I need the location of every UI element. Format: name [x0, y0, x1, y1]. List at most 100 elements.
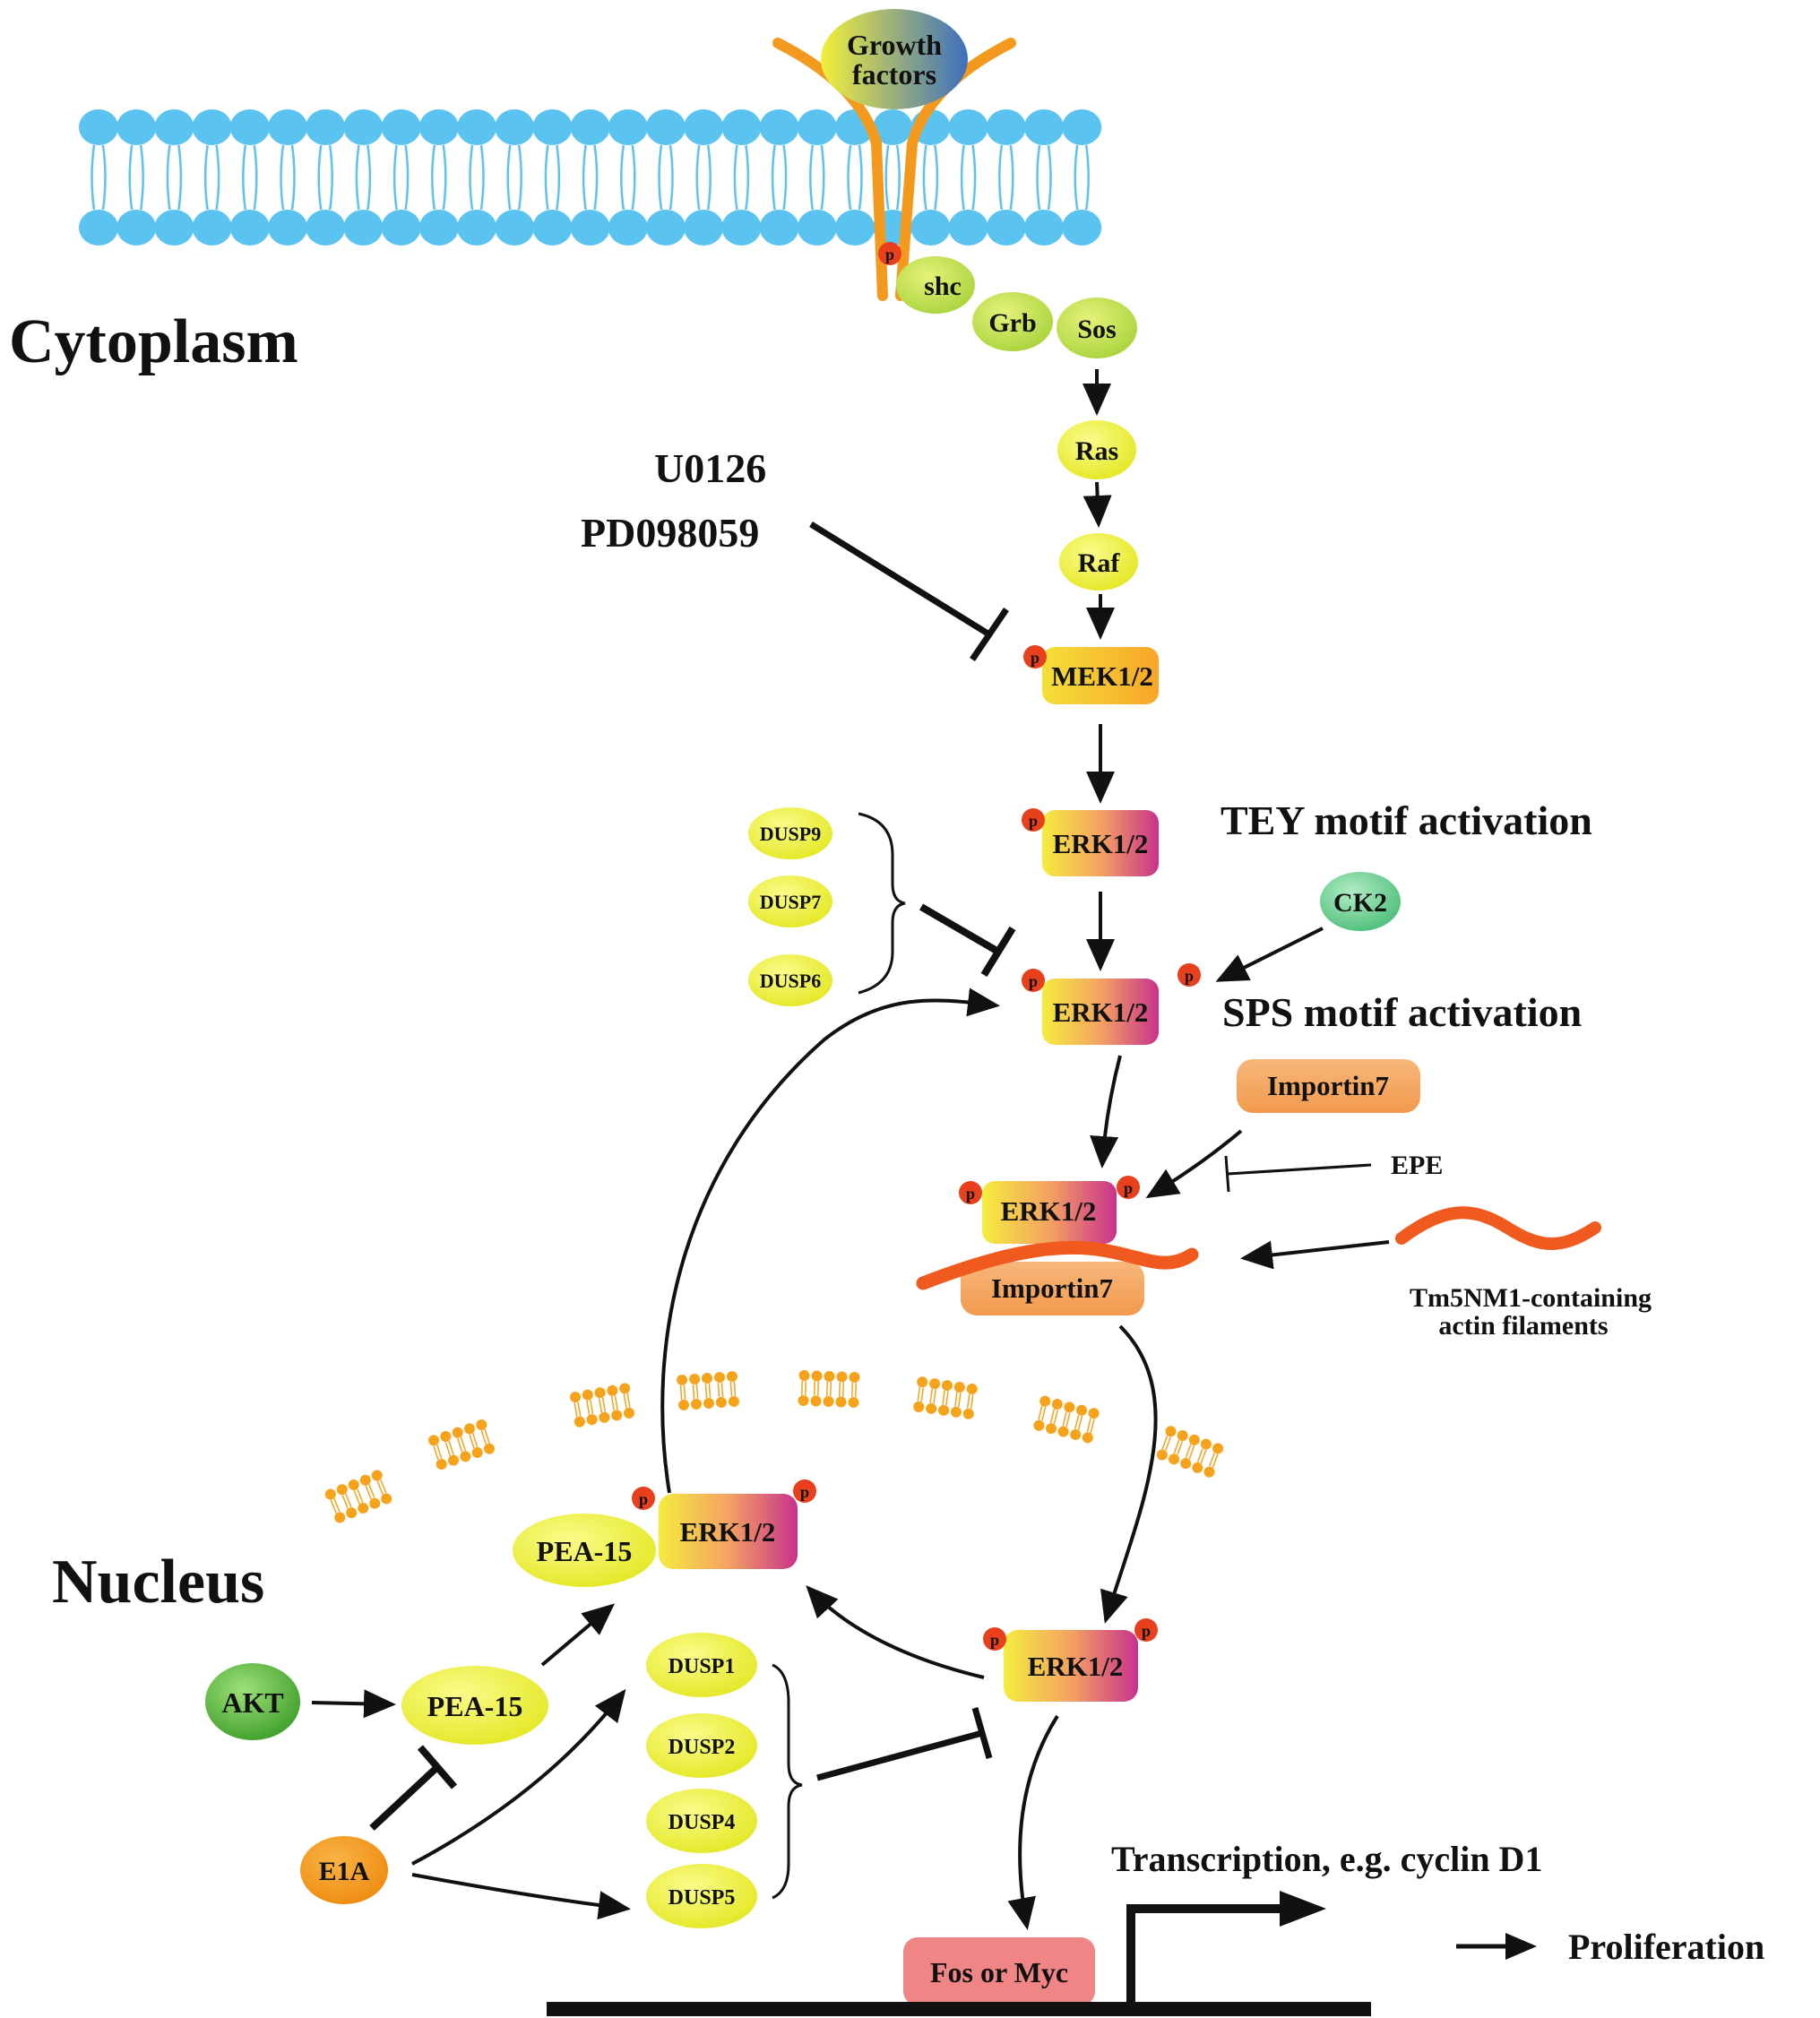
p-marker-complex-right: p [1117, 1176, 1140, 1199]
dusp7-node: DUSP7 [748, 875, 832, 927]
arrow-actin-complex [1240, 1240, 1390, 1270]
arrow-complex-nucleus [1100, 1324, 1158, 1624]
growth-factors-line-2: factors [852, 58, 936, 91]
nuclear-lipid-cluster [1033, 1395, 1100, 1444]
svg-text:E1A: E1A [319, 1857, 370, 1886]
p-marker-erk-sps-left: p [1022, 969, 1045, 992]
raf-node: Raf [1059, 533, 1138, 591]
actin-label-line-2: actin filaments [1438, 1311, 1608, 1341]
mek-node: MEK1/2 [1042, 647, 1159, 704]
lipid-unit [381, 109, 421, 246]
importin7-free-node: Importin7 [1237, 1059, 1420, 1113]
lipid-unit [457, 109, 496, 246]
dusp-upper-inhibition-bar [919, 903, 1016, 978]
p-marker-shc: p [878, 242, 901, 265]
arrow-ras-raf [1083, 481, 1112, 528]
p-marker-erk-nucleus-left: p [983, 1627, 1006, 1651]
lipid-unit [608, 109, 648, 246]
svg-text:Fos or Myc: Fos or Myc [930, 1956, 1068, 1988]
inhibitor-pd098059: PD098059 [581, 510, 759, 556]
lipid-unit [797, 109, 837, 246]
svg-text:p: p [1029, 812, 1038, 830]
epe-label: EPE [1391, 1151, 1443, 1180]
inhibitor-u0126: U0126 [654, 445, 766, 491]
lipid-unit [986, 109, 1026, 246]
sos-node: Sos [1057, 298, 1137, 358]
nuclear-lipid-cluster [1156, 1426, 1224, 1478]
lipid-unit [948, 109, 988, 246]
lipid-unit [684, 109, 724, 246]
lipid-unit [759, 109, 799, 246]
arrow-pea15-erk [540, 1603, 616, 1667]
svg-text:ERK1/2: ERK1/2 [1053, 996, 1149, 1028]
arrow-nucleus-export [660, 987, 1000, 1494]
akt-node: AKT [205, 1663, 300, 1740]
erk-nucleus-node: ERK1/2 [1004, 1630, 1138, 1702]
p-marker-complex-left: p [959, 1181, 982, 1204]
dusp9-node: DUSP9 [748, 807, 832, 859]
svg-text:p: p [800, 1483, 809, 1501]
svg-text:p: p [990, 1631, 999, 1649]
growth-factors-node: Growth factors [821, 9, 968, 109]
arrow-e1a-dusp1 [411, 1688, 626, 1866]
svg-text:p: p [1142, 1622, 1151, 1640]
shc-node: shc [896, 256, 975, 314]
lipid-unit [79, 109, 118, 246]
transcription-arrowhead [1280, 1891, 1326, 1927]
lipid-unit [570, 109, 610, 246]
dusp-lower-inhibition-bar [816, 1707, 993, 1781]
plasma-membrane [79, 109, 1102, 246]
lipid-unit [343, 109, 384, 246]
svg-text:DUSP5: DUSP5 [668, 1886, 736, 1910]
svg-text:shc: shc [924, 272, 962, 301]
svg-text:DUSP9: DUSP9 [760, 823, 821, 845]
svg-text:DUSP1: DUSP1 [668, 1655, 736, 1678]
dusp6-node: DUSP6 [748, 954, 832, 1006]
lipid-unit [306, 109, 346, 246]
growth-factors-line-1: Growth [847, 29, 942, 61]
importin7-complex-label: Importin7 [991, 1272, 1113, 1304]
cytoplasm-label: Cytoplasm [9, 307, 298, 376]
arrow-e1a-dusp5 [411, 1873, 631, 1920]
pea15-free-node: PEA-15 [401, 1666, 548, 1745]
erk-tey-node: ERK1/2 [1042, 810, 1159, 876]
svg-text:p: p [1029, 972, 1038, 990]
lipid-unit [495, 109, 535, 246]
lipid-unit [721, 109, 762, 246]
svg-text:CK2: CK2 [1333, 888, 1387, 918]
p-marker-mek: p [1023, 645, 1047, 668]
activation-arrows [311, 369, 1390, 1930]
nuclear-lipid-cluster [798, 1370, 860, 1408]
svg-text:DUSP6: DUSP6 [760, 970, 821, 992]
svg-text:ERK1/2: ERK1/2 [680, 1516, 776, 1548]
dusp4-node: DUSP4 [646, 1789, 757, 1853]
lipid-unit [1062, 109, 1102, 246]
svg-text:PEA-15: PEA-15 [537, 1535, 633, 1567]
svg-text:p: p [1124, 1179, 1133, 1197]
svg-text:Grb: Grb [988, 308, 1036, 338]
dusp5-node: DUSP5 [646, 1864, 757, 1928]
lipid-unit [418, 109, 459, 246]
svg-text:DUSP2: DUSP2 [668, 1736, 736, 1759]
arrow-ck2-erk [1215, 927, 1324, 982]
arrow-importin-complex [1145, 1129, 1243, 1199]
p-marker-erk-pea15-right: p [793, 1479, 816, 1503]
svg-text:Ras: Ras [1075, 436, 1118, 466]
e1a-inhibits-pea15 [369, 1745, 458, 1831]
dusp1-node: DUSP1 [646, 1633, 757, 1697]
arrow-erk-to-pea15-complex [806, 1585, 985, 1679]
nuclear-envelope [324, 1370, 1224, 1523]
dusp-lower-brace [772, 1663, 803, 1900]
nuclear-lipid-cluster [569, 1383, 635, 1427]
svg-text:ERK1/2: ERK1/2 [1053, 828, 1149, 859]
svg-text:Importin7: Importin7 [1267, 1070, 1389, 1101]
epe-inhibition [1224, 1155, 1372, 1193]
erk-importin-label: ERK1/2 [1001, 1195, 1097, 1227]
actin-filament-complex [916, 1240, 1199, 1290]
lipid-unit [154, 109, 194, 246]
pea15-bound-node: PEA-15 [513, 1514, 656, 1587]
svg-text:p: p [1031, 649, 1039, 667]
sps-activation-label: SPS motif activation [1222, 989, 1582, 1035]
svg-text:p: p [639, 1490, 648, 1508]
